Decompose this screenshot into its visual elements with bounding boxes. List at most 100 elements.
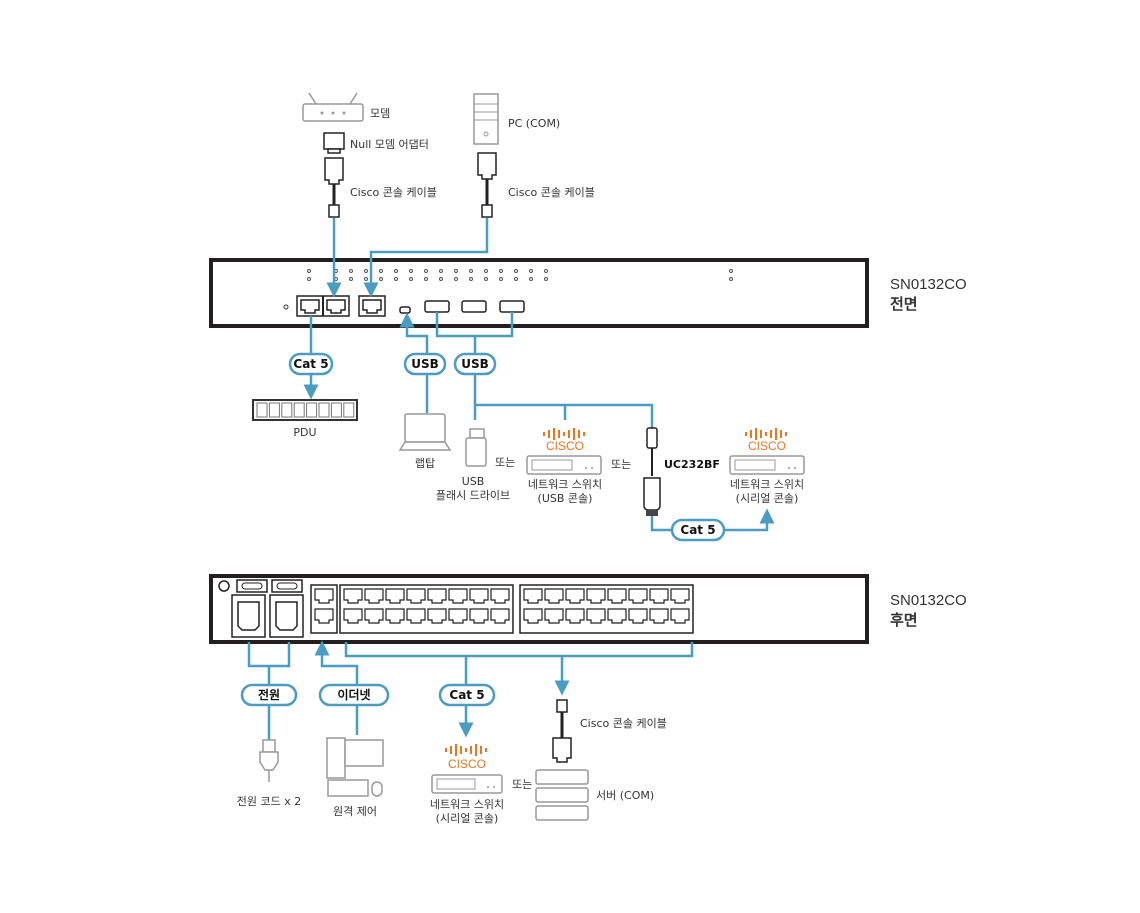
power-plug-icon — [259, 739, 279, 782]
rj45-port-icon — [314, 588, 334, 604]
rj45-port-icon — [427, 588, 447, 604]
rj45-port-icon — [649, 608, 669, 624]
pill-usb-text-2: USB — [461, 357, 489, 371]
network-switch-icon-3 — [431, 774, 503, 794]
cisco-bar — [775, 428, 777, 440]
pc-tower-icon — [473, 93, 499, 145]
rj45-port-icon — [427, 608, 447, 624]
cisco-bar — [455, 744, 457, 756]
cisco-console-cable-icon-2 — [477, 152, 497, 218]
usb-port-2 — [461, 300, 487, 313]
pc-wire — [363, 218, 489, 298]
cisco-logo-icon-1 — [543, 428, 585, 440]
cisco-bar — [450, 746, 452, 754]
cisco-bar — [548, 430, 550, 438]
uc232bf-label: UC232BF — [664, 458, 720, 471]
pill-power-text: 전원 — [258, 687, 280, 702]
network-switch-icon-2 — [729, 455, 805, 475]
rj45-port-icon — [544, 608, 564, 624]
cisco-bar — [445, 748, 447, 752]
cisco-logo-text-2: CISCO — [748, 439, 786, 453]
led-icon — [439, 277, 443, 281]
cisco-bar — [558, 430, 560, 438]
pill-ethernet — [318, 683, 390, 707]
led-icon — [409, 277, 413, 281]
rj45-port-icon — [565, 608, 585, 624]
remote-label: 원격 제어 — [333, 805, 377, 818]
usb-flash-label-2: 플래시 드라이브 — [436, 489, 510, 502]
cisco-bar — [785, 432, 787, 436]
cisco-cable-rear-label: Cisco 콘솔 케이블 — [580, 717, 667, 730]
or-label-rear: 또는 — [512, 778, 532, 791]
rj45-port-icon — [406, 588, 426, 604]
led-icon — [544, 277, 548, 281]
pill-cat5-text: Cat 5 — [293, 357, 328, 371]
pc-label: PC (COM) — [508, 117, 560, 130]
usb-port-1 — [424, 300, 450, 313]
cisco-console-cable-icon-3 — [552, 699, 572, 763]
power-inlet-1 — [231, 594, 266, 638]
led-icon — [529, 269, 533, 273]
switch-rear-label-1: 네트워크 스위치 — [430, 798, 504, 811]
cisco-bar — [568, 430, 570, 438]
rj45-port-icon — [670, 588, 690, 604]
cisco-bar — [460, 746, 462, 754]
rj45-port-icon — [490, 608, 510, 624]
rj45-port-icon — [314, 608, 334, 624]
modem-label: 모뎀 — [370, 107, 390, 120]
pdu-outlet-icon — [256, 402, 268, 418]
front-panel — [209, 258, 869, 328]
usb-flash-drive-icon — [465, 428, 487, 467]
led-icon — [364, 277, 368, 281]
pdu-icon — [252, 399, 358, 421]
led-icon — [729, 269, 733, 273]
cisco-cable-label-1: Cisco 콘솔 케이블 — [350, 186, 437, 199]
pill-cat5-rear-text: Cat 5 — [449, 688, 484, 702]
laptop-label: 랩탑 — [415, 457, 435, 470]
rj45-port-icon — [586, 608, 606, 624]
rj45-port-icon — [343, 588, 363, 604]
rj45-port-icon — [385, 608, 405, 624]
rj45-port-icon — [649, 588, 669, 604]
usb-flash-label-1: USB — [462, 475, 485, 488]
cisco-cable-label-2: Cisco 콘솔 케이블 — [508, 186, 595, 199]
rear-side-label: 후면 — [890, 612, 918, 629]
led-icon — [499, 277, 503, 281]
rj45-port-icon — [406, 608, 426, 624]
led-icon — [439, 269, 443, 273]
rj45-port-icon — [490, 588, 510, 604]
rj45-port-icon — [448, 608, 468, 624]
cisco-bar — [475, 744, 477, 756]
remote-computer-icon — [326, 737, 384, 797]
rj45-port-icon — [523, 588, 543, 604]
pill-cat5-serial — [670, 518, 726, 542]
led-icon — [307, 269, 311, 273]
null-modem-label: Null 모뎀 어댑터 — [350, 138, 429, 151]
cisco-logo-text-1: CISCO — [546, 439, 584, 453]
pill-ethernet-text: 이더넷 — [337, 687, 370, 702]
rj45-port-icon — [544, 588, 564, 604]
pill-usb-text-1: USB — [411, 357, 439, 371]
pill-power — [240, 683, 298, 707]
rear-device-name: SN0132CO — [890, 592, 967, 609]
cisco-bar — [750, 430, 752, 438]
led-icon — [394, 277, 398, 281]
rj45-console-port — [358, 295, 386, 317]
server-label: 서버 (COM) — [596, 789, 654, 802]
led-icon — [469, 277, 473, 281]
pill-usb-laptop — [403, 352, 447, 376]
rj45-port-icon — [364, 608, 384, 624]
pdu-outlet-icon — [281, 402, 293, 418]
power-cord-label: 전원 코드 x 2 — [237, 795, 301, 808]
cisco-logo-text-3: CISCO — [448, 757, 486, 771]
cisco-bar — [780, 430, 782, 438]
ground-icon — [218, 580, 230, 592]
server-stack-icon — [535, 769, 589, 821]
pdu-label: PDU — [293, 426, 316, 439]
cisco-bar — [480, 746, 482, 754]
switch-usb-label-2: (USB 콘솔) — [538, 492, 593, 505]
rj45-port-icon — [628, 608, 648, 624]
rj45-port-icon — [343, 608, 363, 624]
led-icon — [379, 277, 383, 281]
